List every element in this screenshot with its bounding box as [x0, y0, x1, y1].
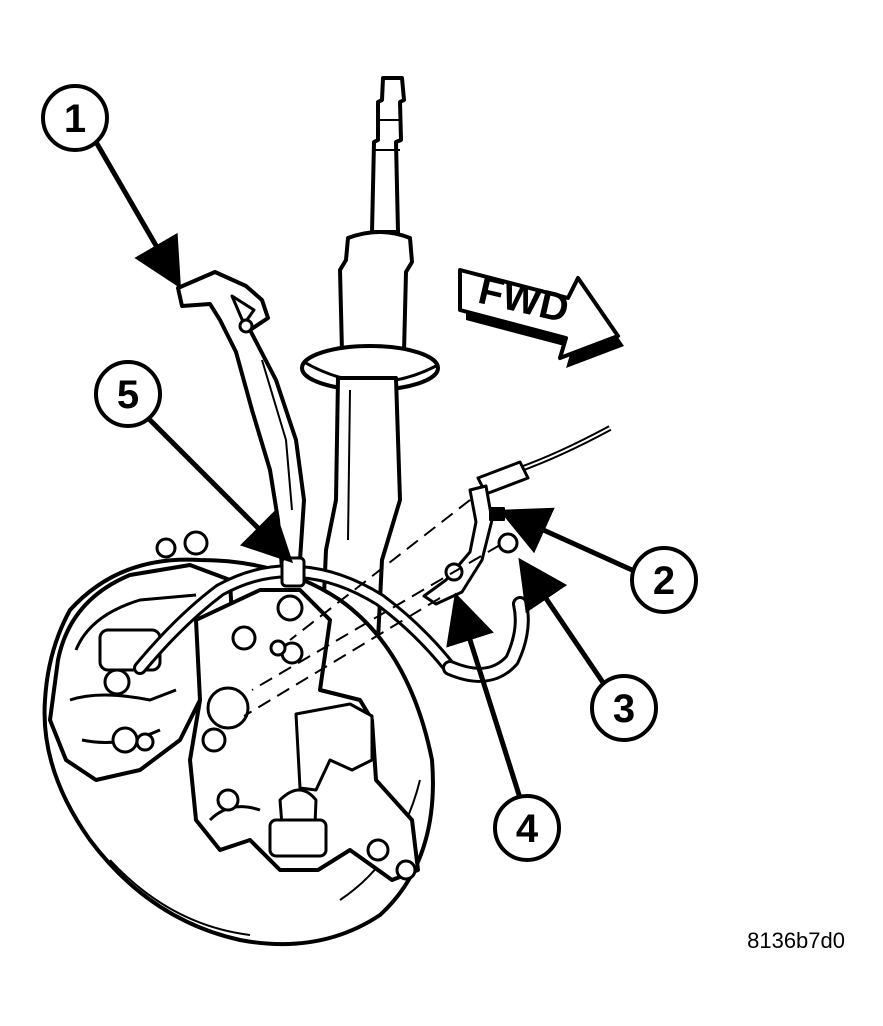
callout-number-4: 4 — [516, 807, 539, 851]
alignment-lines — [243, 499, 501, 717]
callout-number-2: 2 — [653, 559, 675, 603]
callout-number-5: 5 — [117, 373, 139, 417]
callout-2: 2 — [498, 507, 698, 614]
callout-1: 1 — [41, 84, 182, 289]
steering-knuckle — [188, 588, 420, 882]
callout-5: 5 — [94, 360, 294, 564]
sensor-bolt — [497, 532, 519, 554]
callout-number-1: 1 — [64, 97, 86, 141]
forward-arrow: FWD — [458, 268, 624, 368]
brake-hose — [133, 556, 530, 683]
strut-upper-body — [338, 230, 414, 354]
callout-number-3: 3 — [613, 687, 635, 731]
callout-4: 4 — [446, 592, 561, 862]
callout-3: 3 — [518, 557, 658, 742]
strut-rod — [370, 76, 406, 234]
sensor-bracket — [422, 484, 494, 606]
hose-bracket — [176, 270, 306, 570]
figure-code: 8136b7d0 — [747, 928, 845, 953]
strut-assembly — [300, 76, 440, 642]
